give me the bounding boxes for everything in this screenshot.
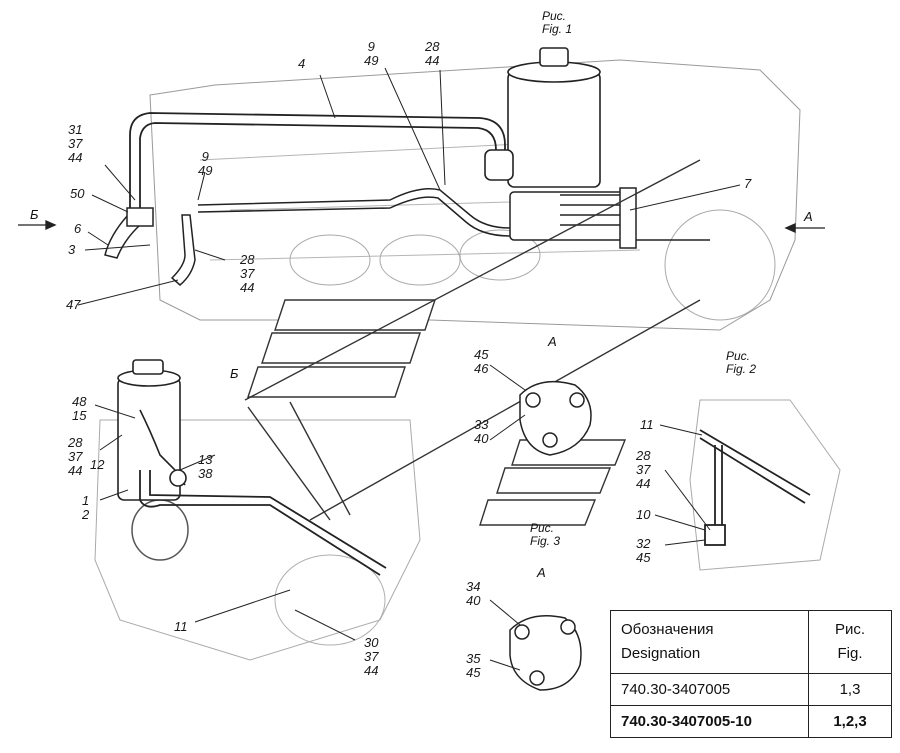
- callout-7: 7: [744, 176, 752, 191]
- view-label-b-mid: Б: [230, 366, 239, 381]
- cover-a-mid: [519, 380, 592, 456]
- reservoir-fig3: [117, 359, 187, 501]
- callout-10: 10: [636, 507, 651, 522]
- callout-3: 3: [68, 242, 76, 257]
- table-header-row: Обозначения Designation Рис. Fig.: [610, 610, 892, 674]
- pipe-4: [129, 112, 506, 215]
- figure-label-1: Рис. Fig. 1: [542, 9, 573, 36]
- figure-label-3: Рис. Fig. 3: [530, 521, 561, 548]
- figure-label-2: Рис. Fig. 2: [726, 349, 757, 376]
- fig-header: Рис. Fig.: [808, 610, 892, 674]
- callout-6: 6: [74, 221, 82, 236]
- designation-table: Обозначения Designation Рис. Fig. 740.30…: [610, 610, 892, 738]
- pipe-11-left: [139, 470, 387, 576]
- pipe-9-49: [197, 188, 511, 237]
- cover-a-bottom: [509, 615, 582, 691]
- designation-header: Обозначения Designation: [610, 610, 809, 674]
- callout-11-left: 11: [174, 619, 188, 634]
- table-row: 740.30-3407005 1,3: [610, 673, 892, 706]
- view-label-a-right: А: [804, 209, 813, 224]
- callout-4: 4: [298, 56, 306, 71]
- callout-50: 50: [70, 186, 85, 201]
- callout-47: 47: [66, 297, 81, 312]
- view-label-a-bottom: А: [537, 565, 546, 580]
- pump-fig1: [509, 187, 710, 249]
- callout-11-right: 11: [640, 417, 654, 432]
- hose-6: [104, 207, 196, 286]
- view-label-a-mid: А: [548, 334, 557, 349]
- callout-12: 12: [90, 457, 105, 472]
- table-row: 740.30-3407005-10 1,2,3: [610, 705, 892, 738]
- reservoir-fig1: [484, 47, 601, 188]
- figs-cell: 1,3: [808, 673, 892, 706]
- pipe-11-right: [699, 429, 811, 546]
- leader-lines: [77, 67, 741, 671]
- view-arrows: [18, 219, 825, 234]
- chevron-graphic: [244, 159, 701, 526]
- figs-cell: 1,2,3: [808, 705, 892, 738]
- view-label-b-left: Б: [30, 207, 39, 222]
- designation-cell: 740.30-3407005-10: [610, 705, 809, 738]
- designation-cell: 740.30-3407005: [610, 673, 809, 706]
